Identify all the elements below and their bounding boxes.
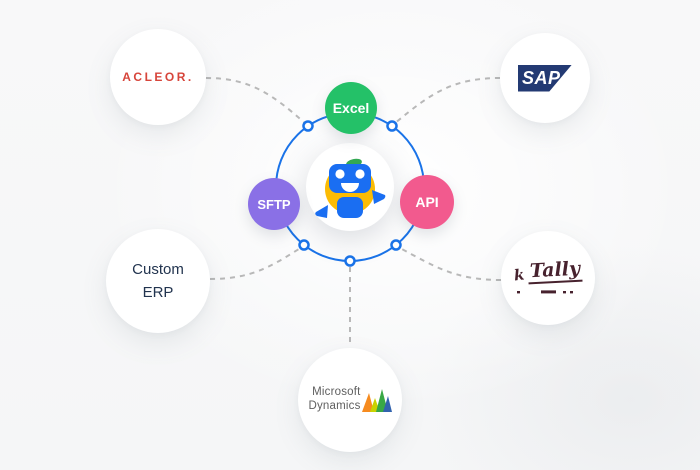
- badge-excel: Excel: [325, 82, 377, 134]
- tally-logo-text: Tally: [527, 258, 583, 285]
- integration-ms-dynamics: Microsoft Dynamics: [298, 348, 402, 452]
- integration-tally: k Tally: [501, 231, 595, 325]
- ring-nodes: [298, 120, 402, 267]
- integration-sap: SAP: [500, 33, 590, 123]
- tally-tagline-marks: [516, 290, 573, 294]
- ring-node-bottom-right: [390, 239, 402, 251]
- badge-sftp: SFTP: [248, 178, 300, 230]
- integration-acleor: ACLEOR.: [110, 29, 206, 125]
- badge-api: API: [400, 175, 454, 229]
- tally-logo: k Tally: [512, 258, 583, 295]
- tally-logo-flourish: k: [512, 265, 526, 285]
- badge-sftp-label: SFTP: [257, 196, 291, 212]
- custom-erp-label: Custom ERP: [132, 258, 184, 305]
- custom-erp-line1: Custom: [132, 260, 184, 278]
- sap-logo: SAP: [518, 64, 572, 92]
- connector-tally: [397, 246, 502, 281]
- ms-dynamics-line1: Microsoft: [312, 386, 361, 399]
- bot-hub: [306, 143, 394, 231]
- robot-mascot-icon: [315, 158, 386, 218]
- badge-excel-label: Excel: [332, 100, 370, 116]
- integration-custom-erp: Custom ERP: [106, 229, 210, 333]
- ms-dynamics-label: Microsoft Dynamics: [308, 386, 360, 414]
- sap-logo-text: SAP: [522, 68, 561, 88]
- badge-api-label: API: [415, 194, 439, 210]
- ring-node-top-left: [302, 120, 314, 132]
- ring-node-bottom-center: [344, 255, 356, 267]
- ms-dynamics-mountains-icon: [361, 389, 392, 412]
- ms-dynamics-logo: Microsoft Dynamics: [308, 386, 392, 414]
- acleor-logo: ACLEOR.: [122, 70, 194, 84]
- ring-node-bottom-left: [298, 239, 310, 251]
- connector-sap: [393, 77, 501, 125]
- ms-dynamics-line2: Dynamics: [308, 400, 361, 412]
- connector-acleor: [205, 77, 307, 125]
- ring-node-top-right: [386, 120, 398, 132]
- connector-custom-erp: [209, 246, 303, 280]
- custom-erp-line2: ERP: [142, 284, 174, 301]
